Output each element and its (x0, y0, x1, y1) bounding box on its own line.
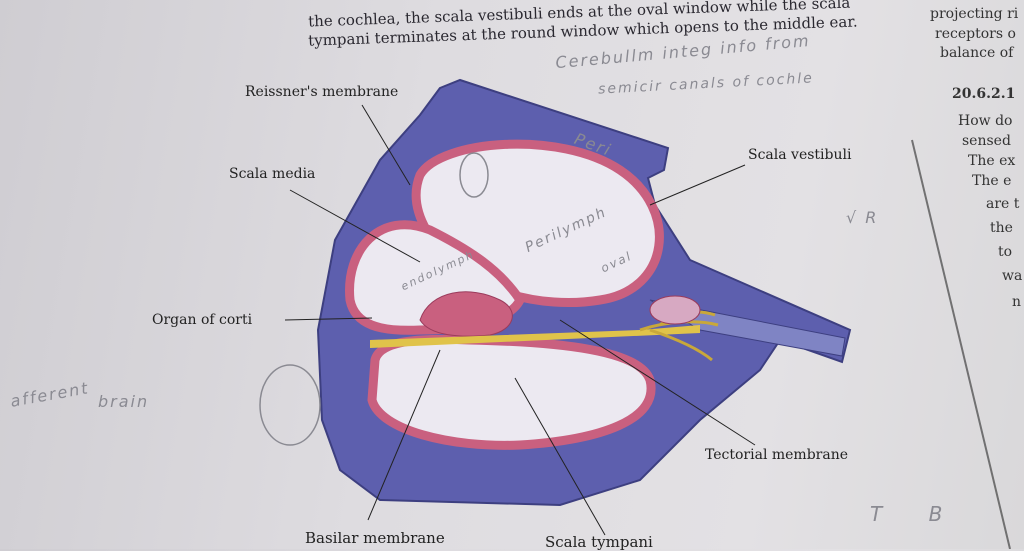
page-gutter (911, 139, 1011, 549)
label-tectorial-membrane: Tectorial membrane (705, 447, 849, 463)
label-reissners-membrane: Reissner's membrane (245, 84, 399, 100)
handwritten-circle (259, 364, 321, 446)
label-scala-vestibuli: Scala vestibuli (748, 147, 852, 163)
basilar-membrane-shape (370, 325, 700, 348)
spiral-ganglion (649, 295, 701, 325)
handwritten-brain: brain (98, 392, 150, 411)
label-scala-tympani: Scala tympani (545, 533, 653, 551)
label-organ-of-corti: Organ of corti (152, 312, 253, 328)
label-basilar-membrane: Basilar membrane (305, 529, 445, 547)
handwritten-circle-small (459, 152, 489, 198)
label-scala-media: Scala media (229, 166, 316, 182)
handwritten-mark-r: √ R (846, 208, 879, 227)
leader-lines (284, 104, 756, 536)
handwritten-tb: T B (870, 502, 963, 526)
organ-of-corti-shape (419, 291, 513, 337)
scala-tympani-region (367, 334, 656, 450)
